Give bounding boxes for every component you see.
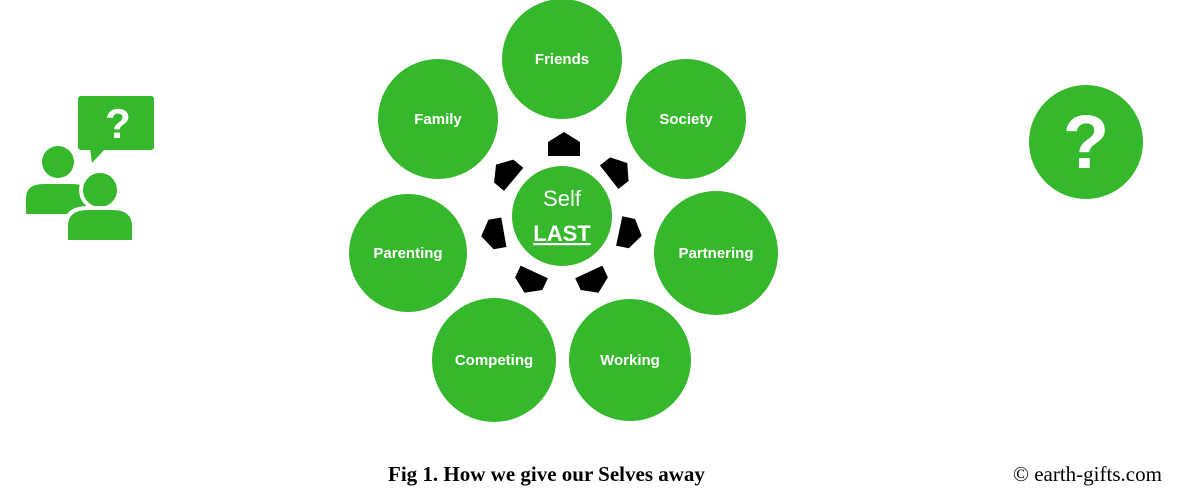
people-question-icon: ? xyxy=(26,96,154,244)
node-label: Family xyxy=(414,111,462,128)
arrow-to-family xyxy=(494,159,524,191)
arrow-to-society xyxy=(599,157,629,189)
node-label: Competing xyxy=(455,352,533,369)
arrow-to-competing xyxy=(515,265,548,293)
question-circle-icon: ? xyxy=(1029,85,1143,199)
node-label: Parenting xyxy=(373,245,442,262)
arrows xyxy=(481,132,642,293)
node-working: Working xyxy=(569,299,691,421)
figure-caption: Fig 1. How we give our Selves away xyxy=(388,462,705,486)
node-label: Working xyxy=(600,352,660,369)
arrow-to-friends xyxy=(548,132,580,156)
center-last-label: LAST xyxy=(533,221,591,246)
node-partnering: Partnering xyxy=(654,191,778,315)
arrow-to-parenting xyxy=(481,217,507,250)
svg-text:?: ? xyxy=(1063,100,1109,185)
node-society: Society xyxy=(626,59,746,179)
node-family: Family xyxy=(378,59,498,179)
svg-text:?: ? xyxy=(105,100,131,147)
center-self-label: Self xyxy=(543,186,582,211)
arrow-to-working xyxy=(575,265,608,293)
node-label: Partnering xyxy=(678,245,753,262)
node-label: Friends xyxy=(535,51,589,68)
arrow-to-partnering xyxy=(616,216,642,249)
center-node: Self LAST xyxy=(512,166,612,266)
node-competing: Competing xyxy=(432,298,556,422)
node-parenting: Parenting xyxy=(349,194,467,312)
node-friends: Friends xyxy=(502,0,622,119)
node-label: Society xyxy=(659,111,713,128)
copyright-notice: © earth-gifts.com xyxy=(1013,462,1162,486)
